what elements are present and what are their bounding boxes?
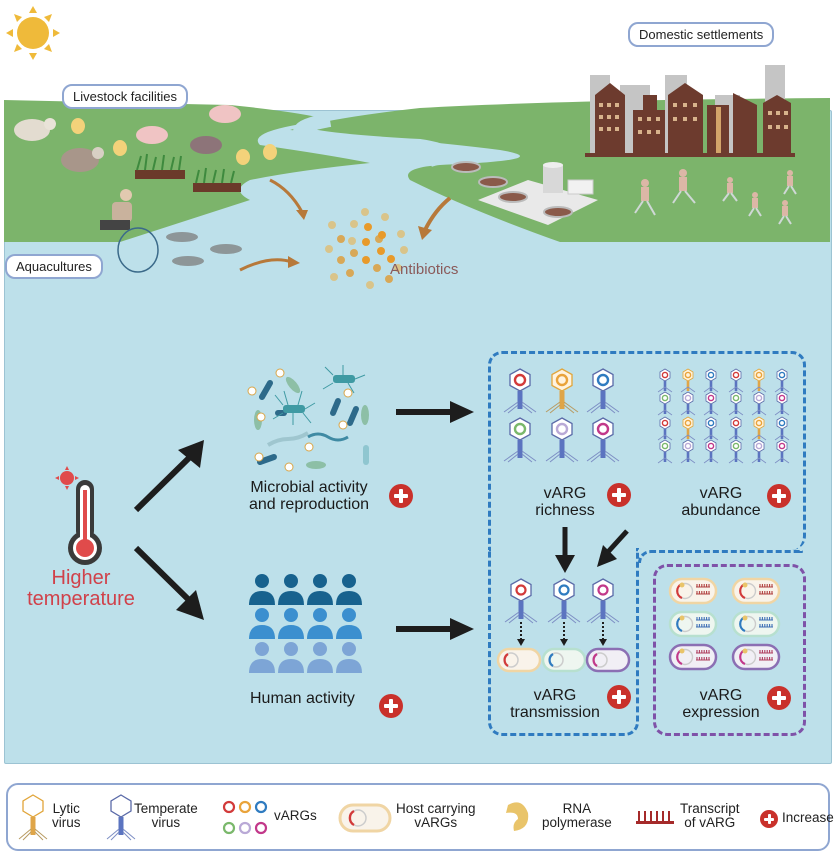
city-buildings bbox=[585, 65, 795, 157]
higher-temperature-label: Higher temperature bbox=[20, 568, 142, 610]
plus-icon bbox=[760, 810, 778, 828]
host-cell-icon bbox=[338, 803, 392, 833]
small-phage bbox=[774, 439, 790, 464]
increase-icon-richness bbox=[607, 483, 631, 507]
small-phage bbox=[751, 439, 767, 464]
driver-line1: Higher bbox=[51, 567, 111, 589]
small-phage bbox=[751, 368, 767, 393]
legend-increase-label: Increase bbox=[782, 810, 834, 825]
richness-label: vARG richness bbox=[525, 485, 605, 520]
abundance-line2: abundance bbox=[681, 501, 761, 519]
small-phage bbox=[703, 391, 719, 416]
transmission-phages bbox=[496, 578, 631, 673]
transmission-label: vARG transmission bbox=[500, 687, 610, 722]
transmission-line1: vARG bbox=[533, 687, 577, 704]
transmission-line2: transmission bbox=[510, 703, 600, 721]
small-phage bbox=[703, 439, 719, 464]
expressing-host-cell bbox=[731, 577, 781, 605]
small-phage bbox=[751, 391, 767, 416]
transcript-icon bbox=[636, 811, 674, 824]
lytic-virus-icon bbox=[18, 794, 48, 841]
small-phage bbox=[751, 416, 767, 441]
increase-icon-abundance bbox=[767, 484, 791, 508]
expression-hosts bbox=[668, 577, 781, 671]
antibiotic-particles bbox=[325, 208, 408, 289]
arrow-to-richness bbox=[396, 401, 474, 423]
thermometer-icon bbox=[55, 466, 102, 565]
small-phage bbox=[680, 416, 696, 441]
expressing-host-cell bbox=[668, 610, 718, 638]
small-phage bbox=[657, 439, 673, 464]
antibiotics-label: Antibiotics bbox=[390, 261, 459, 278]
fish-school bbox=[166, 232, 242, 266]
small-phage bbox=[728, 391, 744, 416]
wastewater-plant bbox=[451, 161, 598, 225]
richness-phages bbox=[503, 368, 620, 463]
temperature-arrows bbox=[133, 440, 204, 620]
increase-icon-human bbox=[379, 694, 403, 718]
small-phage bbox=[728, 368, 744, 393]
microbes-cluster bbox=[247, 365, 369, 472]
abundance-phages bbox=[657, 368, 790, 464]
small-phage bbox=[703, 416, 719, 441]
small-phage bbox=[703, 368, 719, 393]
human-population-icon bbox=[249, 574, 362, 673]
microbial-line1: Microbial activity bbox=[250, 479, 368, 496]
inflow-arrows bbox=[239, 178, 452, 272]
legend-vargs-label: vARGs bbox=[274, 808, 317, 823]
expression-label: vARG expression bbox=[676, 687, 766, 722]
expressing-host-cell bbox=[731, 610, 781, 638]
small-phage bbox=[774, 368, 790, 393]
small-phage bbox=[680, 368, 696, 393]
small-phage bbox=[657, 416, 673, 441]
transmission-box bbox=[488, 548, 639, 736]
increase-icon-microbial bbox=[389, 484, 413, 508]
small-phage bbox=[680, 391, 696, 416]
small-phage bbox=[657, 391, 673, 416]
driver-line2: temperature bbox=[27, 588, 135, 610]
small-phage bbox=[680, 439, 696, 464]
abundance-label: vARG abundance bbox=[676, 485, 766, 520]
expressing-host-cell bbox=[668, 577, 718, 605]
livestock-facilities-label: Livestock facilities bbox=[62, 84, 189, 109]
aquacultures-label: Aquacultures bbox=[5, 254, 103, 279]
vargs-rings-icon bbox=[222, 800, 268, 835]
expression-box bbox=[653, 564, 806, 736]
expressing-host-cell bbox=[668, 643, 718, 671]
domestic-settlements-label: Domestic settlements bbox=[628, 22, 775, 47]
richness-line2: richness bbox=[535, 501, 595, 519]
microbial-activity-label: Microbial activity and reproduction bbox=[234, 479, 384, 514]
increase-icon-transmission bbox=[607, 685, 631, 709]
richness-abundance-box bbox=[488, 351, 806, 550]
varg-ring bbox=[513, 373, 527, 387]
small-phage bbox=[728, 416, 744, 441]
microbial-line2: and reproduction bbox=[248, 495, 370, 513]
livestock-animals bbox=[14, 105, 277, 273]
arrows-to-transmission bbox=[555, 527, 629, 573]
sun-icon bbox=[6, 6, 60, 60]
small-phage bbox=[728, 439, 744, 464]
expressing-host-cell bbox=[731, 643, 781, 671]
increase-icon-expression bbox=[767, 686, 791, 710]
expression-outer-box bbox=[638, 550, 803, 563]
abundance-line1: vARG bbox=[699, 485, 743, 502]
expression-line2: expression bbox=[682, 703, 760, 721]
small-phage bbox=[774, 391, 790, 416]
small-phage bbox=[657, 368, 673, 393]
richness-line1: vARG bbox=[543, 485, 587, 502]
people-running bbox=[634, 169, 797, 225]
rna-polymerase-icon bbox=[506, 802, 529, 831]
small-phage bbox=[774, 416, 790, 441]
arrow-to-transmission bbox=[396, 618, 474, 640]
temperate-virus-icon bbox=[106, 794, 136, 841]
human-activity-label: Human activity bbox=[250, 690, 355, 707]
expression-line1: vARG bbox=[699, 687, 743, 704]
